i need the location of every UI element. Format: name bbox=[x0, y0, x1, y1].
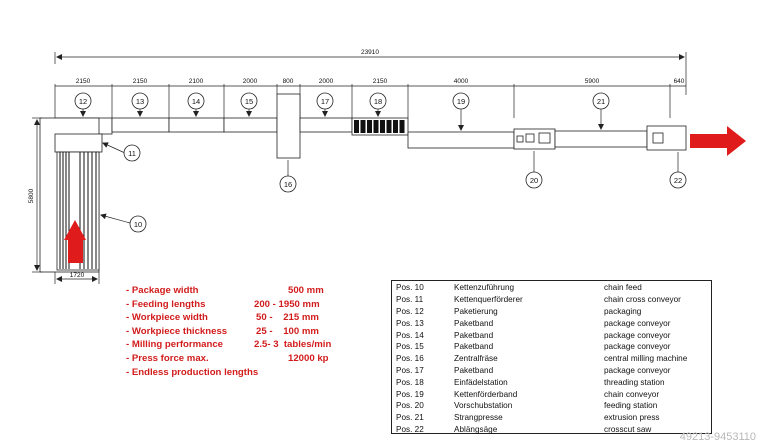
chain-cross-conveyor bbox=[54, 133, 103, 153]
segment-ticks bbox=[54, 84, 671, 118]
total-length-label: 23910 bbox=[361, 49, 379, 56]
pos-label-17: 17 bbox=[321, 97, 329, 106]
pos-circle-12 bbox=[74, 92, 92, 110]
pos-circle-18 bbox=[369, 92, 387, 110]
package-conveyor-13 bbox=[111, 117, 170, 133]
pos-circle-20 bbox=[525, 171, 543, 189]
left-height-label: 5800 bbox=[28, 188, 35, 203]
package-conveyor-17 bbox=[299, 117, 353, 133]
pos-label-19: 19 bbox=[457, 97, 465, 106]
pos-label-16: 16 bbox=[284, 180, 292, 189]
pos-label-12: 12 bbox=[79, 97, 87, 106]
segment-label-3: 2100 bbox=[189, 78, 204, 85]
extrusion-press bbox=[554, 130, 648, 148]
pos-label-10: 10 bbox=[134, 220, 142, 229]
pos-label-21: 21 bbox=[597, 97, 605, 106]
segment-label-5: 800 bbox=[283, 78, 294, 85]
outfeed-arrow bbox=[690, 126, 746, 156]
segment-label-6: 2000 bbox=[319, 78, 334, 85]
pos-circle-19 bbox=[452, 92, 470, 110]
segment-label-9: 5900 bbox=[585, 78, 600, 85]
central-milling-machine bbox=[276, 93, 301, 159]
pos-label-13: 13 bbox=[136, 97, 144, 106]
pos-circle-16 bbox=[279, 175, 297, 193]
pos-circle-10 bbox=[129, 215, 147, 233]
pos-label-14: 14 bbox=[192, 97, 200, 106]
package-conveyor-14 bbox=[168, 117, 225, 133]
pos-circle-11 bbox=[123, 144, 141, 162]
watermark: 49213-9453110 bbox=[679, 431, 756, 443]
pos-label-18: 18 bbox=[374, 97, 382, 106]
segment-label-4: 2000 bbox=[243, 78, 258, 85]
pos-circle-15 bbox=[240, 92, 258, 110]
package-conveyor-15 bbox=[223, 117, 278, 133]
threading-slats bbox=[354, 120, 405, 133]
pos-circle-21 bbox=[592, 92, 610, 110]
segment-label-7: 2150 bbox=[373, 78, 388, 85]
pos-label-20: 20 bbox=[530, 176, 538, 185]
infeed-arrow-shaft bbox=[68, 236, 83, 263]
segment-label-1: 2150 bbox=[76, 78, 91, 85]
segment-label-8: 4000 bbox=[454, 78, 469, 85]
pos-circle-13 bbox=[131, 92, 149, 110]
pos-label-15: 15 bbox=[245, 97, 253, 106]
pos-label-22: 22 bbox=[674, 176, 682, 185]
segment-label-10: 640 bbox=[674, 78, 685, 85]
pos-circle-22 bbox=[669, 171, 687, 189]
pos-label-11: 11 bbox=[128, 149, 136, 158]
chain-conveyor bbox=[407, 131, 515, 149]
pos-circle-17 bbox=[316, 92, 334, 110]
pos-circle-14 bbox=[187, 92, 205, 110]
segment-label-2: 2150 bbox=[133, 78, 148, 85]
left-width-label: 1720 bbox=[70, 272, 85, 279]
